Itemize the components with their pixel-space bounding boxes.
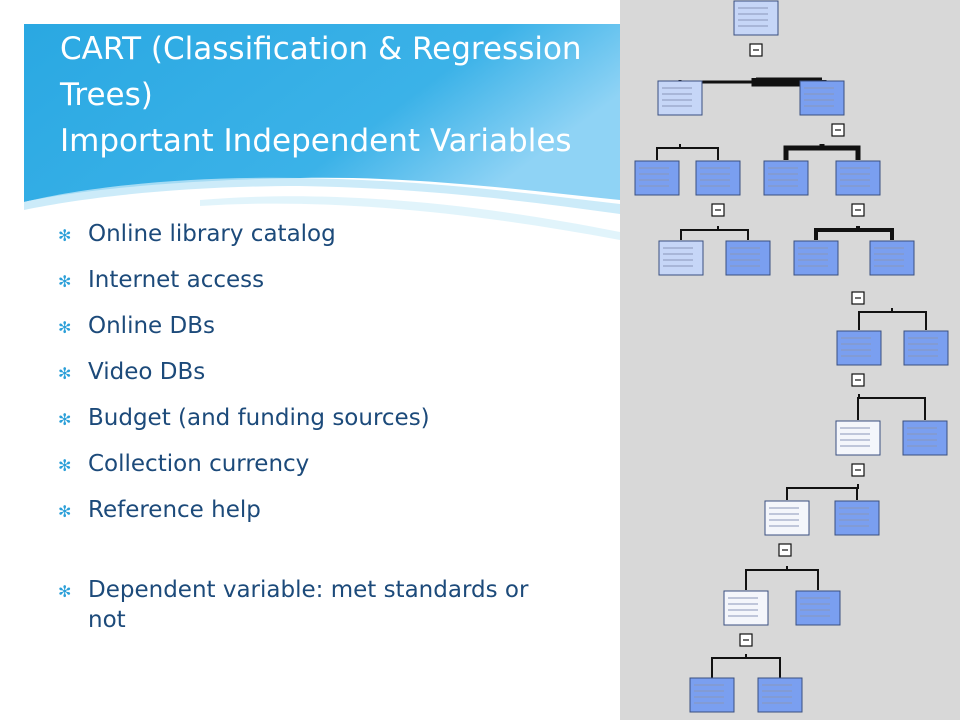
- tree-node: [764, 500, 810, 536]
- tree-edge: [858, 308, 893, 330]
- title-line-1: CART (Classification & Regression: [60, 31, 582, 67]
- tree-edge: [656, 144, 681, 160]
- bullet-text-continued: not: [88, 607, 126, 633]
- bullet-text: Internet access: [88, 267, 265, 293]
- tree-node: [799, 80, 845, 116]
- tree-edge: [819, 144, 861, 160]
- bullet-list: ✻ Online library catalog ✻ Internet access…: [58, 219, 618, 651]
- asterisk-bullet-icon: ✻: [58, 226, 72, 245]
- tree-node: [658, 240, 704, 276]
- tree-node: [657, 80, 703, 116]
- asterisk-bullet-icon: ✻: [58, 582, 72, 601]
- tree-node: [903, 330, 949, 366]
- tree-node: [689, 677, 735, 713]
- tree-node: [869, 240, 915, 276]
- tree-edge: [711, 654, 747, 678]
- bullet-item: ✻ Online DBs: [58, 311, 618, 341]
- bullet-text: Reference help: [88, 497, 261, 523]
- tree-node: [757, 677, 803, 713]
- bullet-item: ✻ Internet access: [58, 265, 618, 295]
- tree-node: [634, 160, 680, 196]
- tree-edge: [856, 484, 859, 500]
- tree-node: [902, 420, 948, 456]
- bullet-item: ✻ Collection currency: [58, 449, 618, 479]
- bullet-text: Budget (and funding sources): [88, 405, 430, 431]
- title-line-2: Trees): [60, 77, 153, 113]
- tree-edge: [745, 566, 788, 590]
- tree-node: [695, 160, 741, 196]
- tree-node: [835, 420, 881, 456]
- bullet-item: ✻ Reference help: [58, 495, 618, 525]
- cart-tree-panel: [620, 0, 960, 720]
- tree-edge: [814, 226, 860, 240]
- tree-node: [793, 240, 839, 276]
- dependent-variable-bullet: ✻ Dependent variable: met standards or not: [58, 575, 618, 635]
- tree-edge: [717, 226, 749, 240]
- tree-edge: [891, 308, 927, 330]
- tree-edge: [679, 144, 719, 160]
- tree-edge: [786, 566, 819, 590]
- bullet-text: Online library catalog: [88, 221, 336, 247]
- asterisk-bullet-icon: ✻: [58, 456, 72, 475]
- tree-node: [763, 160, 809, 196]
- asterisk-bullet-icon: ✻: [58, 364, 72, 383]
- asterisk-bullet-icon: ✻: [58, 502, 72, 521]
- tree-edge: [745, 654, 781, 678]
- tree-node: [834, 500, 880, 536]
- tree-node: [723, 590, 769, 626]
- bullet-text: Video DBs: [88, 359, 206, 385]
- asterisk-bullet-icon: ✻: [58, 410, 72, 429]
- tree-node: [835, 160, 881, 196]
- tree-node: [733, 0, 779, 36]
- cart-tree-diagram: [634, 0, 949, 713]
- tree-node: [725, 240, 771, 276]
- header-wave-band: [24, 24, 620, 240]
- bullet-item: ✻ Budget (and funding sources): [58, 403, 618, 433]
- asterisk-bullet-icon: ✻: [58, 272, 72, 291]
- title-line-3: Important Independent Variables: [60, 123, 572, 159]
- tree-edge: [856, 226, 894, 240]
- bullet-text: Online DBs: [88, 313, 215, 339]
- tree-edge: [786, 484, 859, 500]
- asterisk-bullet-icon: ✻: [58, 318, 72, 337]
- bullet-text: Collection currency: [88, 451, 310, 477]
- tree-node: [836, 330, 882, 366]
- tree-edge: [858, 394, 926, 420]
- bullet-text: Dependent variable: met standards or: [88, 577, 529, 603]
- bullet-item: ✻ Online library catalog: [58, 219, 618, 249]
- bullet-item: ✻ Video DBs: [58, 357, 618, 387]
- tree-node: [795, 590, 841, 626]
- tree-edge: [783, 144, 825, 160]
- slide-title: CART (Classification & Regression Trees)…: [60, 26, 620, 164]
- tree-edge: [680, 226, 719, 240]
